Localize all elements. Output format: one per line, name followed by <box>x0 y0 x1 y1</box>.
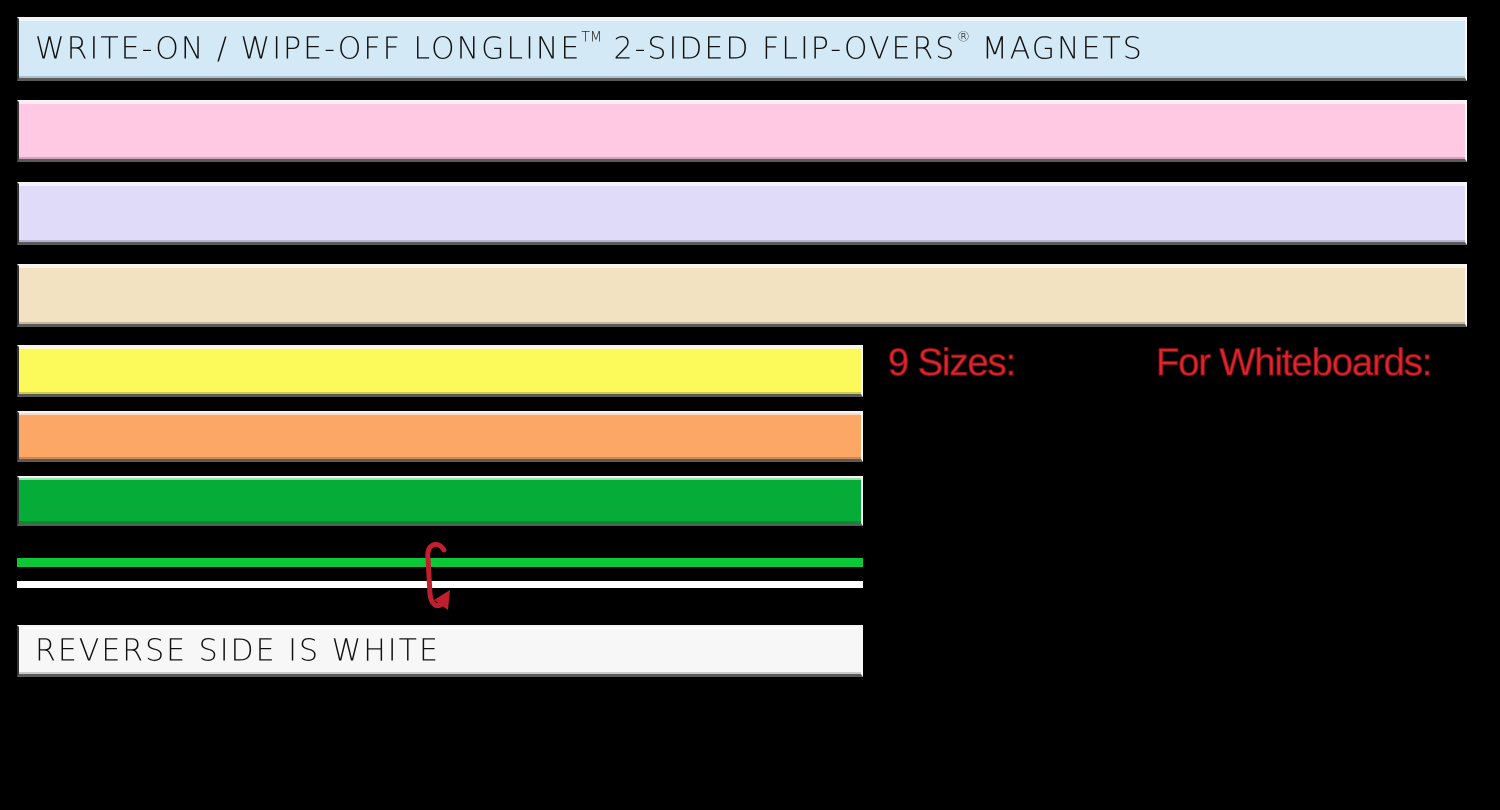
green-strip <box>17 476 863 526</box>
registered-mark: ® <box>956 29 971 45</box>
lavender-strip <box>17 182 1467 245</box>
trademark-mark: TM <box>581 29 602 45</box>
title-label: WRITE-ON / WIPE-OFF LONGLINETM 2-SIDED F… <box>35 29 1144 66</box>
flip-arrow-icon <box>425 541 450 610</box>
sizes-heading: 9 Sizes: <box>887 342 1016 385</box>
reverse-label: REVERSE SIDE IS WHITE <box>35 633 440 668</box>
white-reverse-strip: REVERSE SIDE IS WHITE <box>17 625 863 677</box>
tan-strip <box>17 264 1467 327</box>
orange-strip <box>17 411 863 462</box>
blue-title-strip: WRITE-ON / WIPE-OFF LONGLINETM 2-SIDED F… <box>17 17 1467 81</box>
yellow-strip <box>17 345 863 397</box>
pink-strip <box>17 100 1467 162</box>
whiteboards-heading: For Whiteboards: <box>1155 342 1432 385</box>
white-edge-line <box>17 581 863 588</box>
green-edge-line <box>17 558 863 567</box>
